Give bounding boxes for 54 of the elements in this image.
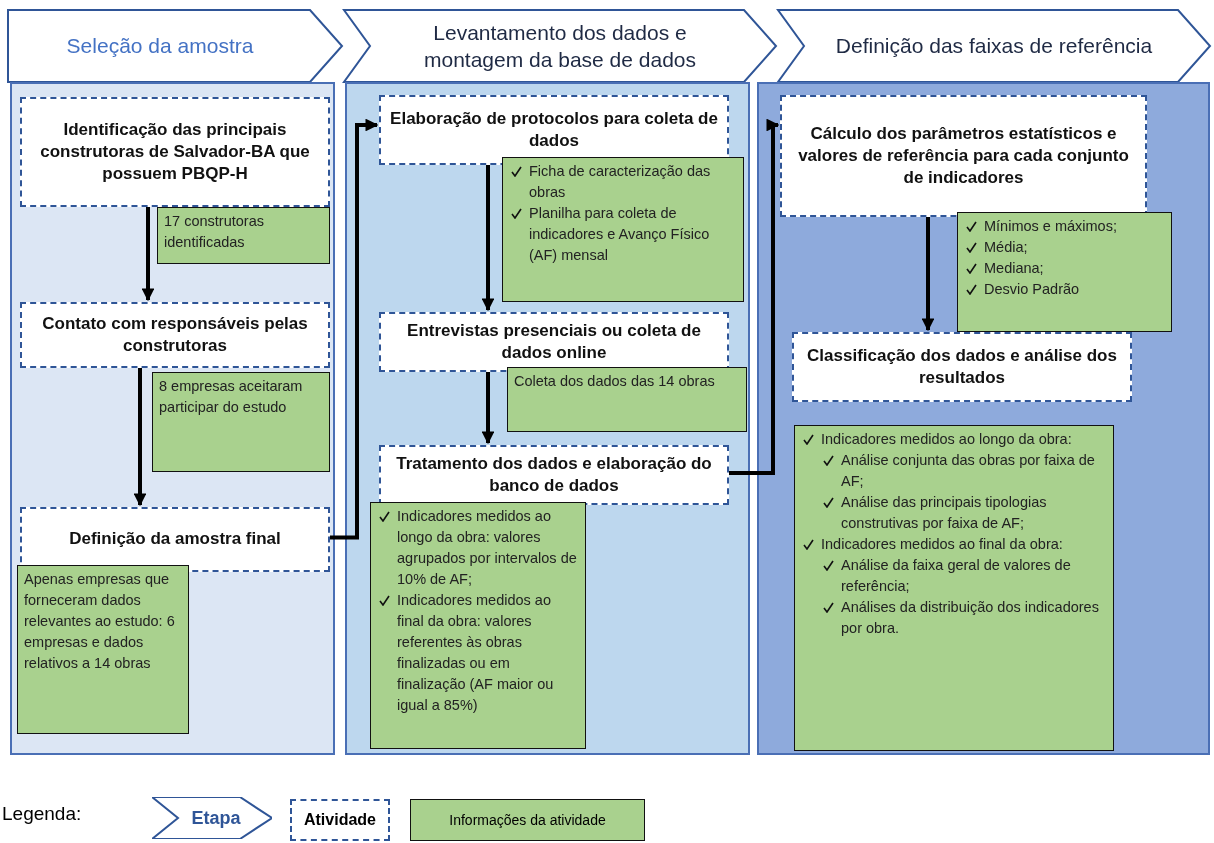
arrow <box>481 370 495 445</box>
stage-title: Levantamento dos dados e montagem da base de dados <box>423 19 697 73</box>
activity-box: Entrevistas presenciais ou coleta de dados online <box>379 312 729 372</box>
info-text: 17 construtoras identificadas <box>164 212 265 252</box>
stage-panel <box>757 82 1210 755</box>
activity-box: Classificação dos dados e análise dos resultados <box>792 332 1132 402</box>
info-box <box>794 425 1114 751</box>
info-box <box>507 367 747 432</box>
info-box <box>502 157 744 302</box>
info-text: Ficha de caracterização das obras <box>529 162 712 202</box>
activity-box: Tratamento dos dados e elaboração do banco de dados <box>379 445 729 505</box>
info-box <box>17 565 189 734</box>
activity-box: Elaboração de protocolos para coleta de dados <box>379 95 729 165</box>
arrow <box>481 163 495 312</box>
info-box <box>157 207 330 264</box>
info-text: 8 empresas aceitaram participar do estudo <box>159 377 304 417</box>
legend-activity-sample: Atividade <box>290 799 390 841</box>
info-text: Mediana; <box>984 259 1044 279</box>
arrow <box>141 205 155 302</box>
legend-info-sample: Informações da atividade <box>410 799 645 841</box>
stage-header <box>344 10 776 82</box>
info-text: Coleta dos dados das 14 obras <box>514 372 716 391</box>
activity-box: Cálculo dos parâmetros estatísticos e valores de referência para cada conjunto de indicadores <box>780 95 1147 217</box>
info-text: Média; <box>984 238 1028 257</box>
info-box <box>957 212 1172 332</box>
info-text: Indicadores medidos ao longo da obra: valores agrupados por intervalos de 10% de AF; <box>397 507 578 590</box>
stage-title: Seleção da amostra <box>65 33 255 60</box>
legend-text: Etapa <box>191 807 241 829</box>
info-text: Planilha para coleta de indicadores e Avanço Físico (AF) mensal <box>529 204 711 266</box>
arrow <box>328 118 379 540</box>
arrow <box>921 215 935 332</box>
info-text: Apenas empresas que forneceram dados relevantes ao estudo: 6 empresas e dados relativos a 14 obras <box>24 570 176 674</box>
legend-title: Legenda: <box>2 803 82 825</box>
info-text: Mínimos e máximos; <box>984 217 1117 236</box>
activity-box: Definição da amostra final <box>20 507 330 572</box>
stage-header <box>8 10 342 82</box>
stage-title: Definição das faixas de referência <box>834 33 1154 60</box>
info-box <box>370 502 586 749</box>
info-text: Indicadores medidos ao final da obra: valores referentes às obras finalizadas ou em finalização (AF maior ou igual a 85%) <box>397 591 555 716</box>
activity-box: Identificação das principais construtoras de Salvador-BA que possuem PBQP-H <box>20 97 330 207</box>
stage-panel <box>10 82 335 755</box>
info-text: Indicadores medidos ao final da obra: <box>821 535 1063 555</box>
info-text: Desvio Padrão <box>984 280 1080 300</box>
stage-header <box>778 10 1210 82</box>
info-text: Análise conjunta das obras por faixa de AF; <box>841 451 1096 492</box>
info-text: Análise da faixa geral de valores de referência; <box>841 556 1072 597</box>
stage-panel <box>345 82 750 755</box>
activity-box: Contato com responsáveis pelas construtoras <box>20 302 330 368</box>
arrow <box>133 366 147 507</box>
info-text: Análises da distribuição dos indicadores por obra. <box>841 598 1100 639</box>
arrow <box>727 118 780 475</box>
info-text: Indicadores medidos ao longo da obra: <box>821 430 1072 449</box>
info-text: Análise das principais tipologias construtivas por faixa de AF; <box>841 493 1048 534</box>
info-box <box>152 372 330 472</box>
